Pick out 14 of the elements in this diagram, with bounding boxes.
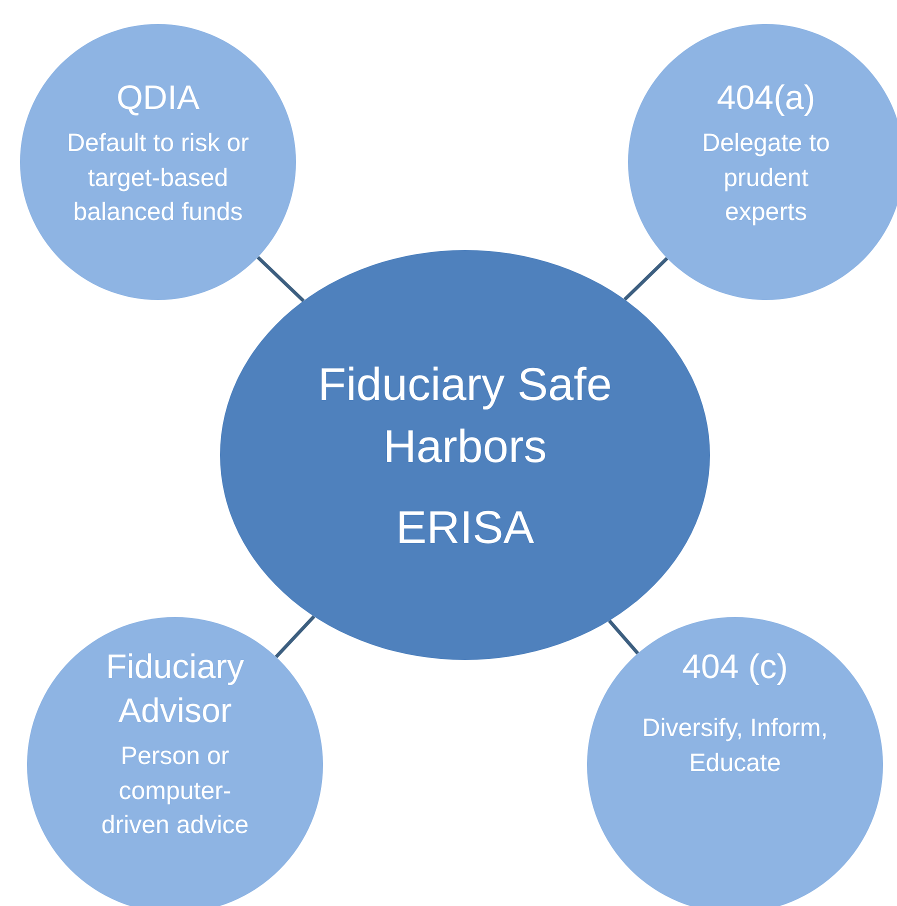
node-description: ERISA xyxy=(394,500,536,556)
node-title: QDIA xyxy=(115,78,201,119)
node-title: 404(a) xyxy=(716,78,816,119)
node-description: Delegate to prudent experts xyxy=(701,128,831,228)
node-description: Person or computer-driven advice xyxy=(100,741,250,842)
node-description: Diversify, Inform, Educate xyxy=(641,713,829,779)
node-description: Default to risk or target-based balanced funds xyxy=(66,128,250,228)
connector-line xyxy=(623,257,668,301)
node-title: Fiduciary Advisor xyxy=(105,647,245,732)
node-title: Fiduciary Safe Harbors xyxy=(316,357,613,474)
connector-line xyxy=(608,620,640,655)
connector-line xyxy=(256,256,305,302)
connector-line xyxy=(274,615,316,658)
node-title: 404 (c) xyxy=(681,647,789,688)
